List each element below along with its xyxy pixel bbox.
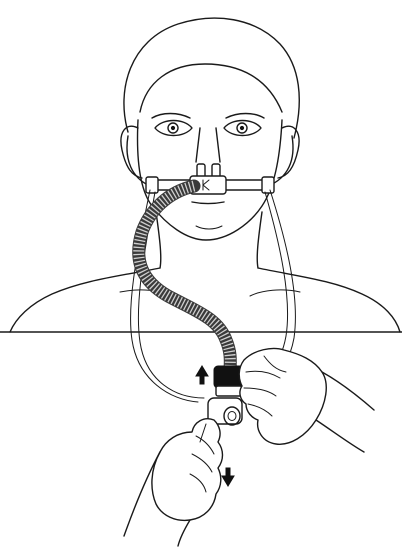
right-collarbone	[250, 290, 300, 296]
right-eyebrow	[226, 114, 264, 119]
left-hand	[124, 419, 223, 546]
side-connector-left	[146, 177, 158, 193]
right-iris-dot	[240, 126, 243, 129]
neck-left	[156, 212, 161, 268]
neck-right	[257, 212, 262, 268]
left-hand-outline	[152, 419, 223, 521]
hair-outline	[124, 18, 299, 138]
arrow-down-icon	[222, 468, 234, 486]
right-shoulder	[258, 268, 400, 332]
nose	[196, 128, 220, 162]
left-shoulder	[10, 268, 160, 332]
connector-upper-body	[216, 386, 242, 396]
hose-body	[139, 186, 231, 372]
arrow-up-icon	[196, 366, 208, 384]
chin	[196, 226, 222, 229]
mouth	[192, 202, 224, 204]
nasal-interface	[127, 136, 293, 194]
side-connector-right	[262, 177, 274, 193]
left-iris-dot	[171, 126, 174, 129]
right-hand	[239, 348, 374, 452]
corrugated-hose	[139, 186, 231, 372]
right-hand-outline	[239, 348, 326, 444]
hairline	[140, 64, 282, 112]
left-eyebrow	[152, 114, 190, 119]
